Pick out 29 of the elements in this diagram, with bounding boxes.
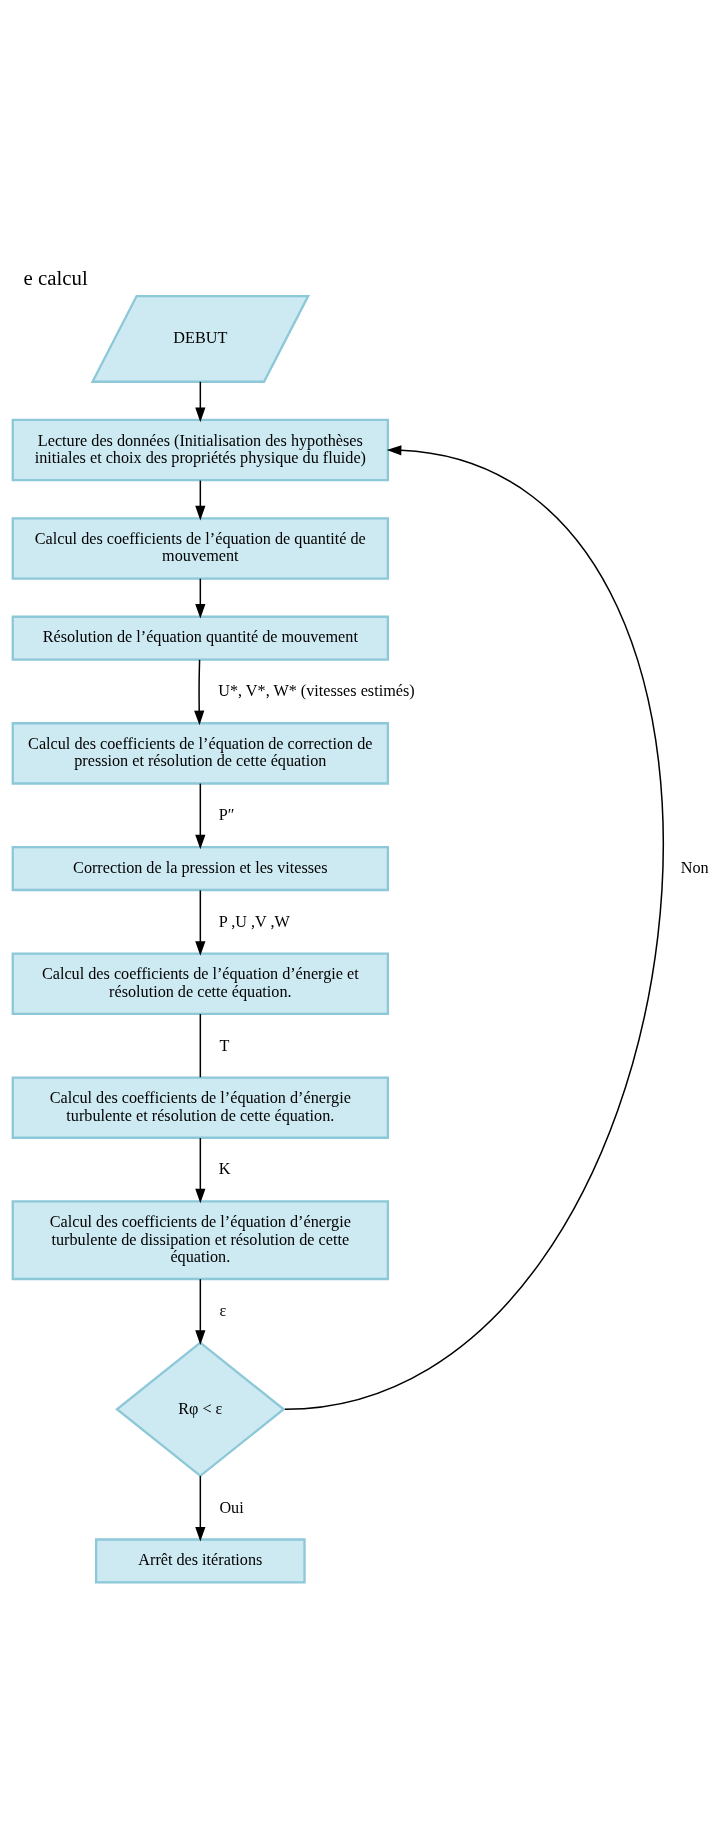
arrow xyxy=(195,1136,206,1203)
arrow xyxy=(195,479,206,520)
diagram-title: e calcul xyxy=(23,265,88,290)
arrow xyxy=(194,658,205,725)
edge-label: ε xyxy=(219,1301,227,1320)
arrow xyxy=(195,577,206,619)
arrow xyxy=(195,889,206,956)
node-box: Arrêt des itérations xyxy=(94,1537,306,1584)
edge-label: Oui xyxy=(219,1498,244,1517)
arrow xyxy=(195,380,206,422)
edge-label: K xyxy=(218,1159,231,1178)
connector xyxy=(199,1012,202,1078)
node-box: Calcul des coefficients de l’équation de correction de pression et résolution de cette équation xyxy=(11,721,390,785)
arrow xyxy=(195,1474,206,1542)
edge-label: U*, V*, W* (vitesses estimés) xyxy=(218,681,415,700)
edge-label: P ,U ,V ,W xyxy=(218,912,290,931)
node-box: Calcul des coefficients de l’équation d’énergie turbulente et résolution de cette équation. xyxy=(11,1075,390,1139)
node-box: Calcul des coefficients de l’équation de quantité de mouvement xyxy=(11,516,390,580)
arrow xyxy=(195,1277,206,1345)
node-box: Calcul des coefficients de l’équation d’énergie et résolution de cette équation. xyxy=(11,952,390,1015)
edge-label: T xyxy=(219,1036,230,1055)
node-box: Correction de la pression et les vitesses xyxy=(11,845,390,891)
arrow xyxy=(195,782,206,849)
node-box: Lecture des données (Initialisation des hypothèses initiales et choix des propriétés physique du fluide) xyxy=(11,418,390,481)
edge-label: P″ xyxy=(218,805,235,824)
edge-label: Non xyxy=(680,858,709,877)
node-box: Résolution de l’équation quantité de mouvement xyxy=(11,615,390,661)
node-diamond: Rφ < ε xyxy=(115,1340,286,1477)
node-box: Calcul des coefficients de l’équation d’énergie turbulente de dissipation et résolution de cette équation. xyxy=(11,1199,390,1280)
